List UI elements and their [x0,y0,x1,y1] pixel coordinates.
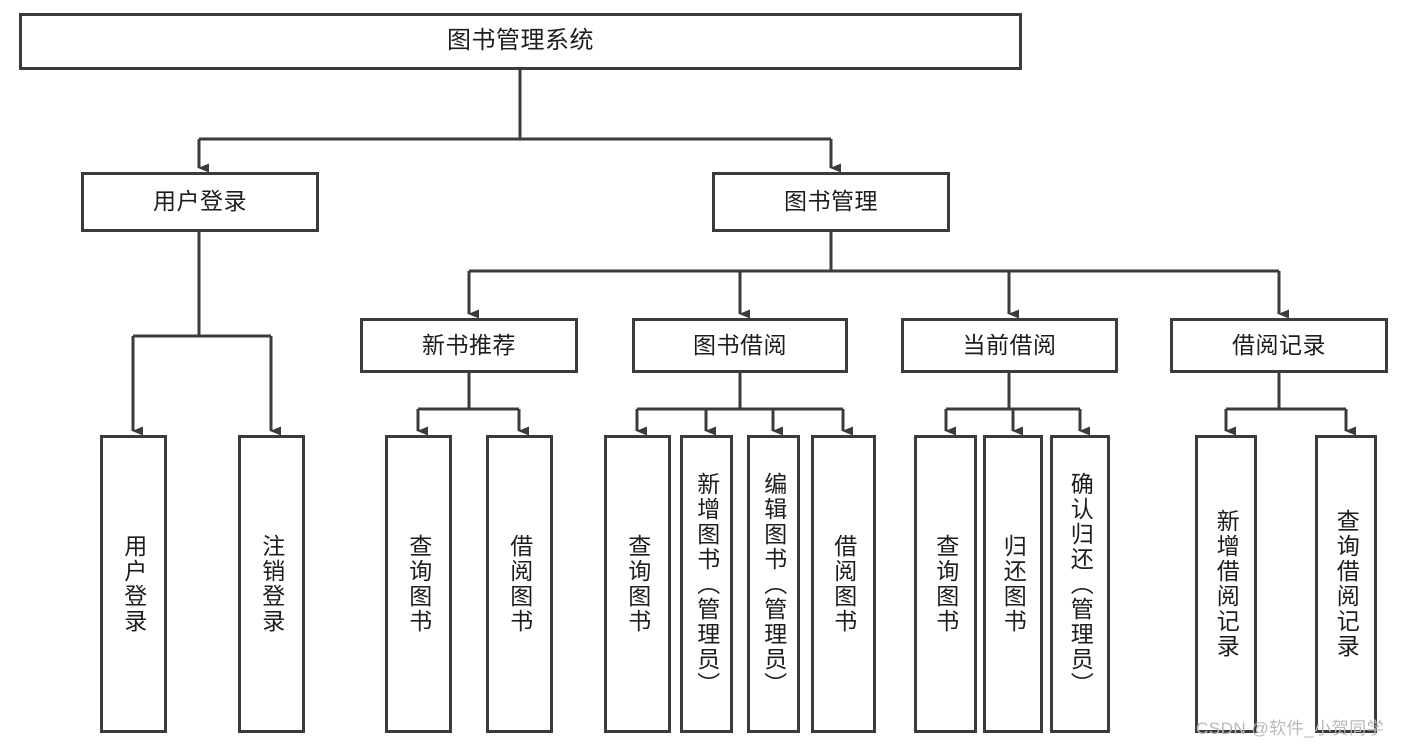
leaf-borrow-borrow-book[interactable]: 借阅图书 [811,435,876,733]
leaf-user-login[interactable]: 用户登录 [100,435,167,733]
node-label: 查询图书 [932,534,959,634]
leaf-user-logout[interactable]: 注销登录 [238,435,305,733]
node-label: 注销登录 [258,534,285,634]
leaf-current-query-book[interactable]: 查询图书 [914,435,977,733]
node-new-book-recommend[interactable]: 新书推荐 [360,318,578,373]
node-label: 新增借阅记录 [1213,509,1240,659]
leaf-borrow-edit-book[interactable]: 编辑图书（管理员） [747,435,800,733]
node-label: 借阅图书 [830,534,857,634]
node-label: 当前借阅 [962,331,1057,358]
node-label: 借阅图书 [506,534,533,634]
node-label: 图书借阅 [693,331,787,358]
leaf-borrow-add-book[interactable]: 新增图书（管理员） [680,435,733,733]
node-label: 查询图书 [624,534,651,634]
node-label: 新书推荐 [422,331,516,358]
leaf-record-query[interactable]: 查询借阅记录 [1315,435,1377,733]
node-label: 确认归还（管理员） [1067,471,1094,697]
leaf-new-book-borrow[interactable]: 借阅图书 [486,435,553,733]
leaf-record-add[interactable]: 新增借阅记录 [1195,435,1257,733]
node-label: 编辑图书（管理员） [760,471,787,697]
csdn-watermark: CSDN @软件_小贺同学 [1196,719,1385,738]
node-label: 借阅记录 [1232,331,1326,358]
node-label: 图书管理 [784,188,878,215]
node-label: 用户登录 [120,534,147,634]
node-label: 用户登录 [153,188,247,215]
node-book-management[interactable]: 图书管理 [712,172,950,232]
node-label: 查询借阅记录 [1333,509,1360,659]
leaf-current-return-book[interactable]: 归还图书 [983,435,1043,733]
node-borrow-record[interactable]: 借阅记录 [1170,318,1388,373]
node-label: 归还图书 [1000,534,1027,634]
node-current-borrow[interactable]: 当前借阅 [901,318,1118,373]
node-label: 查询图书 [405,534,432,634]
node-root-system[interactable]: 图书管理系统 [19,13,1022,70]
leaf-new-book-query[interactable]: 查询图书 [385,435,452,733]
node-label: 新增图书（管理员） [693,471,720,697]
node-user-login[interactable]: 用户登录 [81,172,319,232]
node-label: 图书管理系统 [447,27,594,55]
leaf-borrow-query-book[interactable]: 查询图书 [604,435,671,733]
node-book-borrow[interactable]: 图书借阅 [632,318,848,373]
leaf-current-confirm-return[interactable]: 确认归还（管理员） [1050,435,1110,733]
